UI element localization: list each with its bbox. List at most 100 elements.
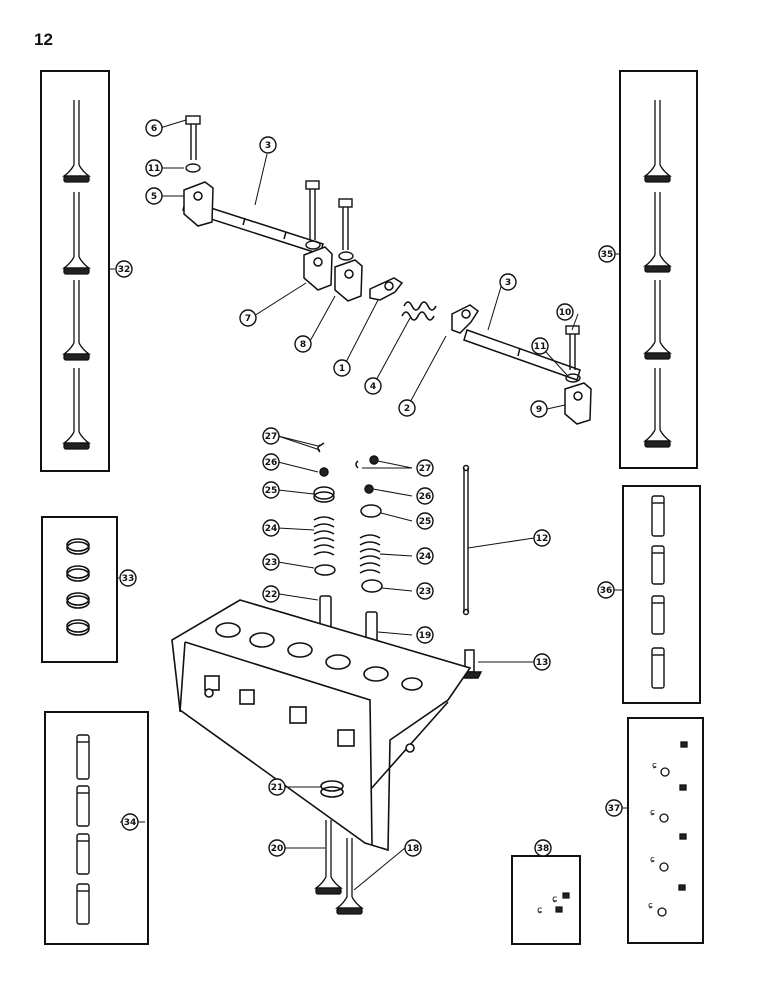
- valve-guide-icon: [651, 495, 665, 689]
- callout-36: 36: [597, 581, 615, 599]
- callout-2: 2: [398, 399, 416, 417]
- page-number: 12: [34, 30, 53, 49]
- kit-35-intake-valves-panel: [619, 70, 698, 469]
- svg-text:34: 34: [124, 818, 137, 828]
- keeper-pair-icon: ɕ ɕ: [537, 892, 570, 916]
- callout-10: 10: [556, 303, 574, 321]
- callout-37: 37: [605, 799, 623, 817]
- svg-text:8: 8: [300, 340, 306, 350]
- bolt-icon: [305, 180, 321, 250]
- callout-27b: 27: [416, 459, 434, 477]
- svg-text:37: 37: [608, 804, 621, 814]
- bolt-icon: [565, 325, 581, 383]
- svg-text:19: 19: [419, 631, 432, 641]
- svg-text:20: 20: [271, 844, 284, 854]
- callout-35: 35: [598, 245, 616, 263]
- valve-icon: [61, 192, 92, 275]
- kit-37-valve-keepers-panel: ɕ ɕ ɕ ɕ: [627, 717, 704, 944]
- callout-3: 3: [259, 136, 277, 154]
- svg-text:24: 24: [265, 524, 278, 534]
- svg-text:26: 26: [419, 492, 432, 502]
- svg-text:27: 27: [419, 464, 432, 474]
- rocker-arm-icon: [451, 304, 480, 334]
- svg-text:ɕ: ɕ: [537, 905, 543, 916]
- svg-text:1: 1: [339, 364, 345, 374]
- valve-icon: [334, 838, 365, 915]
- svg-text:35: 35: [601, 250, 614, 260]
- kit-32-exhaust-valves-panel: [40, 70, 110, 472]
- callout-25: 25: [262, 481, 280, 499]
- svg-text:ɕ: ɕ: [648, 901, 653, 911]
- svg-text:23: 23: [419, 587, 432, 597]
- svg-text:ɕ: ɕ: [650, 808, 655, 818]
- push-rod-icon: [462, 464, 470, 616]
- callout-24b: 24: [416, 547, 434, 565]
- valve-icon: [61, 100, 92, 183]
- svg-text:4: 4: [370, 382, 376, 392]
- svg-text:3: 3: [505, 278, 511, 288]
- svg-text:5: 5: [151, 192, 157, 202]
- valve-icon: [61, 280, 92, 361]
- kit-34-valve-guides-panel: [44, 711, 149, 945]
- svg-text:26: 26: [265, 458, 278, 468]
- callout-9: 9: [530, 400, 548, 418]
- svg-text:36: 36: [600, 586, 613, 596]
- svg-text:25: 25: [419, 517, 432, 527]
- callout-12: 12: [533, 529, 551, 547]
- valve-icon: [61, 368, 92, 450]
- callout-6: 6: [145, 119, 163, 137]
- kit-38-keeper-pair-panel: ɕ ɕ: [511, 855, 581, 945]
- valve-icon: [642, 100, 673, 183]
- callout-23: 23: [262, 553, 280, 571]
- cylinder-head-icon: [171, 599, 472, 852]
- svg-text:18: 18: [407, 844, 420, 854]
- valve-icon: [642, 368, 673, 448]
- callout-8: 8: [294, 335, 312, 353]
- callout-27: 27: [262, 427, 280, 445]
- valve-icon: [642, 280, 673, 360]
- callout-5: 5: [145, 187, 163, 205]
- callout-38: 38: [534, 839, 552, 857]
- callout-13: 13: [533, 653, 551, 671]
- rocker-bracket-icon: [303, 246, 333, 291]
- svg-text:6: 6: [151, 124, 157, 134]
- svg-text:7: 7: [245, 314, 251, 324]
- callout-24: 24: [262, 519, 280, 537]
- svg-text:33: 33: [122, 574, 135, 584]
- svg-text:22: 22: [265, 590, 278, 600]
- callout-3b: 3: [499, 273, 517, 291]
- callout-26: 26: [262, 453, 280, 471]
- callout-19: 19: [416, 626, 434, 644]
- svg-text:2: 2: [404, 404, 410, 414]
- svg-text:21: 21: [271, 783, 284, 793]
- valve-icon: [313, 820, 344, 895]
- valve-guide-icon: [76, 734, 90, 925]
- svg-text:23: 23: [265, 558, 278, 568]
- kit-33-valve-seat-inserts-panel: [41, 516, 118, 663]
- rocker-bracket-icon: [334, 259, 363, 302]
- callout-11: 11: [145, 159, 163, 177]
- valve-spring-stack-left: [313, 442, 336, 629]
- rocker-spring-icon: [401, 301, 437, 321]
- svg-text:24: 24: [419, 552, 432, 562]
- svg-text:12: 12: [536, 534, 549, 544]
- leader-lines: [109, 119, 628, 891]
- svg-text:11: 11: [534, 342, 547, 352]
- svg-text:13: 13: [536, 658, 549, 668]
- svg-text:11: 11: [148, 164, 161, 174]
- callout-22: 22: [262, 585, 280, 603]
- svg-text:25: 25: [265, 486, 278, 496]
- callout-33: 33: [119, 569, 137, 587]
- svg-text:ɕ: ɕ: [652, 761, 657, 771]
- callout-1: 1: [333, 359, 351, 377]
- svg-text:10: 10: [559, 308, 572, 318]
- valve-spring-stack-right: [355, 455, 383, 647]
- svg-text:27: 27: [265, 432, 278, 442]
- seat-insert-icon: [320, 780, 344, 798]
- seat-ring-icon: [66, 538, 90, 636]
- callout-26b: 26: [416, 487, 434, 505]
- svg-text:3: 3: [265, 141, 271, 151]
- rocker-arm-icon: [369, 277, 404, 301]
- rocker-bracket-icon: [183, 181, 214, 227]
